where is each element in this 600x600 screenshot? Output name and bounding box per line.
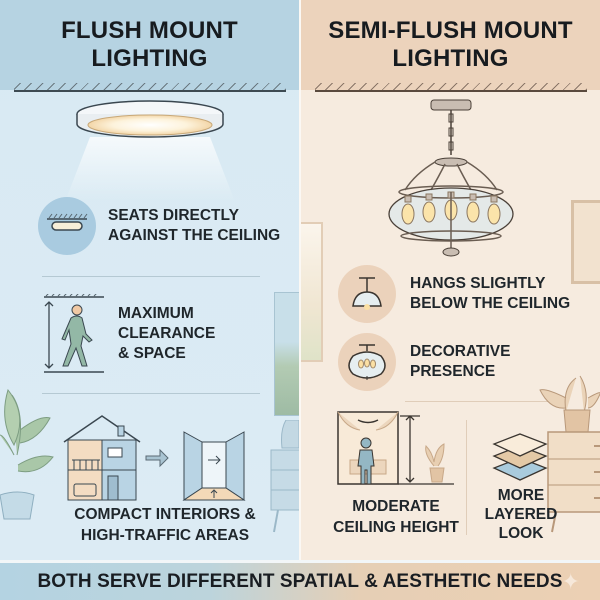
plant-dresser-decor [536, 368, 600, 538]
ceiling-hatch [14, 83, 286, 92]
cabinet-decor [268, 420, 299, 540]
window-decor [301, 222, 323, 362]
feature-compact-interiors: COMPACT INTERIORS &HIGH-TRAFFIC AREAS [74, 506, 256, 544]
window-frame-decor [274, 292, 299, 416]
chandelier-illustration [383, 98, 519, 258]
room-height-icon [336, 410, 456, 486]
footer-banner: BOTH SERVE DIFFERENT SPATIAL & AESTHETIC… [0, 560, 600, 600]
chandelier-icon [338, 333, 396, 391]
separator [42, 276, 260, 277]
separator [405, 401, 560, 402]
footer-text: BOTH SERVE DIFFERENT SPATIAL & AESTHETIC… [37, 570, 563, 592]
picture-frame-decor [571, 200, 600, 284]
ceiling-hatch [315, 83, 587, 92]
vertical-separator [466, 420, 467, 535]
layers-icon [491, 432, 549, 482]
panel-divider [299, 0, 301, 560]
pendant-icon [338, 265, 396, 323]
separator [42, 393, 260, 394]
walking-person-icon [42, 294, 106, 374]
house-to-hallway-icon [62, 412, 252, 504]
flush-fixture-illustration [60, 92, 240, 202]
flush-fixture-icon [38, 197, 96, 255]
plant-decor [0, 385, 55, 525]
sparkle-icon: ✦ [561, 569, 580, 594]
